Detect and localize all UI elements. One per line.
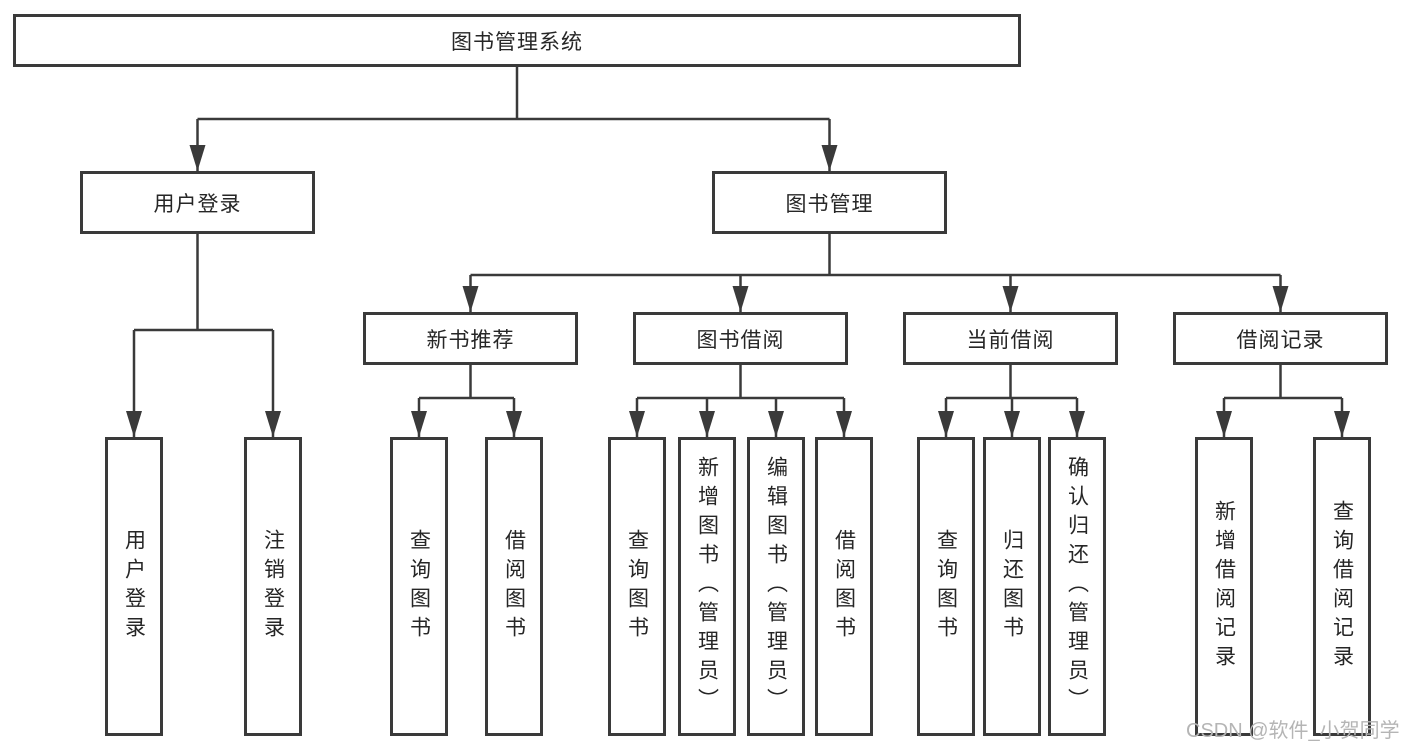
node-label: 新书推荐 — [426, 328, 515, 352]
leaf-user-login: 用户登录 — [105, 437, 163, 736]
leaf-records-query-record: 查询借阅记录 — [1313, 437, 1371, 736]
node-book-borrowing: 图书借阅 — [633, 312, 848, 365]
node-label: 用户登录 — [153, 192, 242, 216]
leaf-records-add-record: 新增借阅记录 — [1195, 437, 1253, 736]
leaf-borrow-borrow-book: 借阅图书 — [815, 437, 873, 736]
leaf-current-query-book: 查询图书 — [917, 437, 975, 736]
csdn-watermark: CSDN @软件_小贺同学 — [1186, 720, 1400, 742]
node-label: 借阅记录 — [1236, 328, 1325, 352]
node-label: 归还图书 — [1000, 528, 1024, 645]
node-library-system: 图书管理系统 — [13, 14, 1021, 67]
leaf-borrow-query-book: 查询图书 — [608, 437, 666, 736]
leaf-recommend-borrow-book: 借阅图书 — [485, 437, 543, 736]
leaf-borrow-edit-book-admin: 编辑图书（管理员） — [747, 437, 805, 736]
leaf-borrow-add-book-admin: 新增图书（管理员） — [678, 437, 736, 736]
node-label: 借阅图书 — [832, 528, 856, 645]
leaf-current-return-book: 归还图书 — [983, 437, 1041, 736]
node-label: 查询图书 — [934, 528, 958, 645]
leaf-logout-login: 注销登录 — [244, 437, 302, 736]
node-label: 查询图书 — [407, 528, 431, 645]
node-label: 注销登录 — [261, 528, 285, 645]
node-label: 查询图书 — [625, 528, 649, 645]
node-current-borrowing: 当前借阅 — [903, 312, 1118, 365]
leaf-current-confirm-return-admin: 确认归还（管理员） — [1048, 437, 1106, 736]
node-label: 图书管理 — [785, 192, 874, 216]
node-label: 用户登录 — [122, 528, 146, 645]
node-book-management: 图书管理 — [712, 171, 947, 234]
node-label: 编辑图书（管理员） — [764, 456, 788, 717]
node-label: 借阅图书 — [502, 528, 526, 645]
node-label: 当前借阅 — [966, 328, 1055, 352]
node-label: 新增图书（管理员） — [695, 456, 719, 717]
node-label: 图书管理系统 — [451, 30, 583, 54]
node-label: 确认归还（管理员） — [1065, 456, 1089, 717]
node-borrowing-records: 借阅记录 — [1173, 312, 1388, 365]
leaf-recommend-query-book: 查询图书 — [390, 437, 448, 736]
node-label: 图书借阅 — [696, 328, 785, 352]
node-label: 新增借阅记录 — [1212, 499, 1236, 674]
node-user-login: 用户登录 — [80, 171, 315, 234]
node-new-book-recommendation: 新书推荐 — [363, 312, 578, 365]
node-label: 查询借阅记录 — [1330, 499, 1354, 674]
